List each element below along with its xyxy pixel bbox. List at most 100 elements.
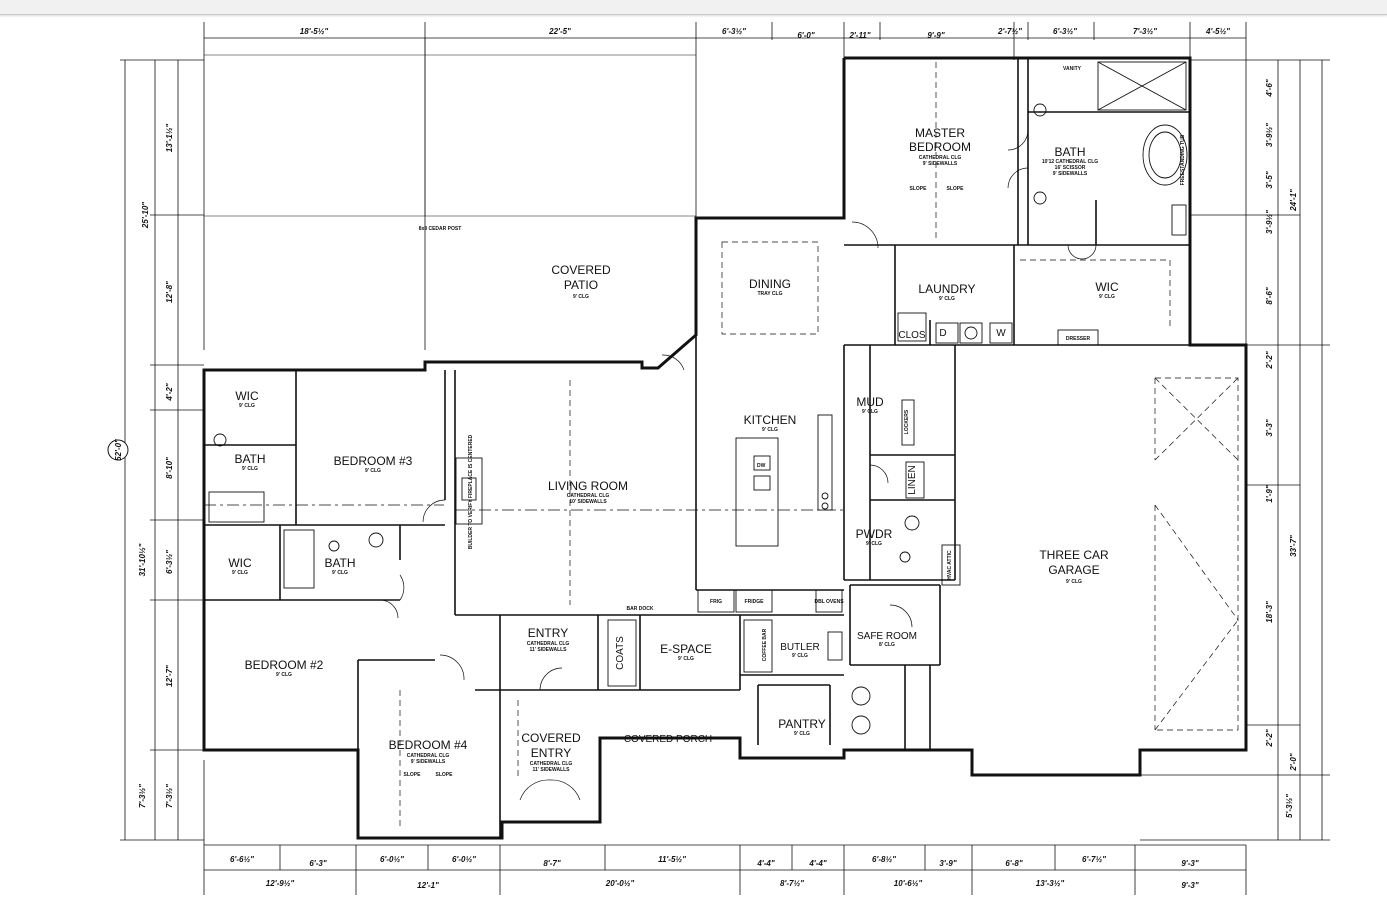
left-dim-9: 7'-3½" xyxy=(138,784,147,808)
master-bath-label: BATH xyxy=(1054,145,1085,159)
bedroom2-ceiling: 9' CLG xyxy=(276,672,292,678)
right-dim-6: 8'-6" xyxy=(1265,287,1274,304)
left-dim-4: 4'-2" xyxy=(165,383,174,401)
bottom-dim-3: 6'-0½" xyxy=(380,855,404,864)
bedroom2-label: BEDROOM #2 xyxy=(245,658,324,672)
safe-room-ceiling: 8' CLG xyxy=(879,642,895,648)
bottom-dim-2: 6'-3" xyxy=(309,859,326,868)
window-title-bar xyxy=(0,0,1387,15)
left-dim-5: 8'-10" xyxy=(165,457,174,479)
living-room-label: LIVING ROOM xyxy=(548,479,628,493)
bedroom4-slope-right: SLOPE xyxy=(436,772,454,778)
interior-walls xyxy=(204,58,1190,838)
pwdr-ceiling: 9' CLG xyxy=(866,541,882,547)
clos-label: CLOS xyxy=(898,330,926,341)
left-dimension-labels: 13'-1½" 25'-10" 12'-8" 4'-2" 8'-10" 31'-… xyxy=(138,124,174,808)
dimension-lines xyxy=(120,22,1330,895)
covered-entry-ceiling-2: 11' SIDEWALLS xyxy=(532,767,570,773)
top-dim-9: 7'-3½" xyxy=(1133,27,1157,36)
laundry-label: LAUNDRY xyxy=(918,282,975,296)
right-dim-4: 24'-1" xyxy=(1289,189,1298,212)
top-dim-10: 4'-5½" xyxy=(1205,27,1230,36)
top-dim-7: 2'-7½" xyxy=(997,27,1022,36)
butler-ceiling: 9' CLG xyxy=(792,653,808,659)
cedar-post-note: 8x8 CEDAR POST xyxy=(419,226,462,232)
safe-room-label: SAFE ROOM xyxy=(857,631,917,642)
vanity-label: VANITY xyxy=(1063,66,1082,72)
mud-label: MUD xyxy=(856,395,884,409)
left-dim-6: 31'-10½" xyxy=(138,543,147,576)
bedroom3-label: BEDROOM #3 xyxy=(334,454,413,468)
covered-porch-label: COVERED PORCH xyxy=(624,734,712,745)
covered-patio-label-2: PATIO xyxy=(564,278,598,292)
doors xyxy=(379,129,1097,801)
master-slope-left: SLOPE xyxy=(910,186,928,192)
bottom-dim-6: 11'-5½" xyxy=(658,855,686,864)
top-dim-1: 18'-5½" xyxy=(300,27,329,36)
kitchen-ceiling: 9' CLG xyxy=(762,427,778,433)
wic-lower-ceiling: 9' CLG xyxy=(232,570,248,576)
bottom-dim-11: 6'-8" xyxy=(1005,859,1022,868)
dining-label: DINING xyxy=(749,277,791,291)
master-bath-ceiling-3: 9' SIDEWALLS xyxy=(1053,171,1088,177)
frig-label: FRIG xyxy=(710,599,722,605)
right-dim-10: 33'-7" xyxy=(1289,535,1298,557)
bottom-dim-9: 6'-8½" xyxy=(872,855,896,864)
right-dim-5: 3'-9½" xyxy=(1265,210,1274,234)
entry-ceiling-2: 11' SIDEWALLS xyxy=(529,647,567,653)
living-room-ceiling-2: 10' SIDEWALLS xyxy=(569,499,607,505)
right-dim-11: 18'-3" xyxy=(1265,601,1274,623)
covered-patio-ceiling: 9' CLG xyxy=(573,294,589,300)
dining-ceiling: TRAY CLG xyxy=(757,291,782,297)
top-dim-2: 22'-5" xyxy=(548,27,571,36)
butler-label: BUTLER xyxy=(780,642,819,653)
e-space-label: E-SPACE xyxy=(660,642,712,656)
master-bedroom-ceiling-2: 9' SIDEWALLS xyxy=(923,161,958,167)
bath-upper-label: BATH xyxy=(234,452,265,466)
wic-lower-label: WIC xyxy=(228,556,252,570)
bedroom4-ceiling-1: CATHEDRAL CLG xyxy=(407,753,450,759)
right-dim-1: 4'-6" xyxy=(1265,79,1274,97)
master-bath-ceiling-1: 10'12 CATHEDRAL CLG xyxy=(1042,159,1098,165)
wic-upper-ceiling: 9' CLG xyxy=(239,403,255,409)
left-dim-7: 6'-3½" xyxy=(165,550,174,574)
garage-ceiling: 9' CLG xyxy=(1066,579,1082,585)
covered-patio-label-1: COVERED xyxy=(551,263,611,277)
dashed-lines xyxy=(204,62,1239,830)
top-dim-6: 9'-9" xyxy=(927,31,944,40)
bottom-total-3: 20'-0½" xyxy=(605,879,635,888)
bottom-total-7: 9'-3" xyxy=(1181,881,1198,890)
right-dim-13: 2'-0" xyxy=(1289,753,1298,771)
exterior-walls xyxy=(202,56,1248,840)
coats-label: COATS xyxy=(615,636,626,670)
master-bedroom-label-2: BEDROOM xyxy=(909,140,971,154)
right-dim-8: 3'-3" xyxy=(1265,419,1274,436)
left-dim-3: 12'-8" xyxy=(165,281,174,303)
coffee-bar-label: COFFEE BAR xyxy=(762,628,768,661)
bottom-total-2: 12'-1" xyxy=(417,881,439,890)
kitchen-label: KITCHEN xyxy=(744,413,797,427)
left-dim-10: 7'-3½" xyxy=(165,784,174,808)
bath-lower-ceiling: 9' CLG xyxy=(332,570,348,576)
bedroom3-ceiling: 9' CLG xyxy=(365,468,381,474)
bath-lower-label: BATH xyxy=(324,556,355,570)
left-dim-8: 12'-7" xyxy=(165,665,174,687)
bath-upper-ceiling: 9' CLG xyxy=(242,466,258,472)
garage-label-1: THREE CAR xyxy=(1039,548,1109,562)
dryer-label: D xyxy=(939,328,946,339)
bottom-dimension-labels: 6'-6½" 6'-3" 6'-0½" 6'-0½" 8'-7" 11'-5½"… xyxy=(230,855,1199,890)
bar-dock-label: BAR DOCK xyxy=(627,606,654,612)
covered-entry-ceiling-1: CATHEDRAL CLG xyxy=(530,761,573,767)
bottom-dim-10: 3'-9" xyxy=(939,859,956,868)
e-space-ceiling: 9' CLG xyxy=(678,656,694,662)
bottom-dim-12: 6'-7½" xyxy=(1082,855,1106,864)
left-dim-2: 25'-10" xyxy=(141,202,150,229)
covered-entry-label-1: COVERED xyxy=(521,731,581,745)
living-room-ceiling-1: CATHEDRAL CLG xyxy=(567,493,610,499)
left-dim-1: 13'-1½" xyxy=(165,124,174,153)
garage-label-2: GARAGE xyxy=(1048,563,1099,577)
master-bedroom-ceiling-1: CATHEDRAL CLG xyxy=(919,155,962,161)
washer-label: W xyxy=(996,328,1006,339)
right-dimension-labels: 4'-6" 3'-9½" 3'-5" 24'-1" 3'-9½" 8'-6" 2… xyxy=(1265,79,1298,818)
pantry-ceiling: 9' CLG xyxy=(794,731,810,737)
